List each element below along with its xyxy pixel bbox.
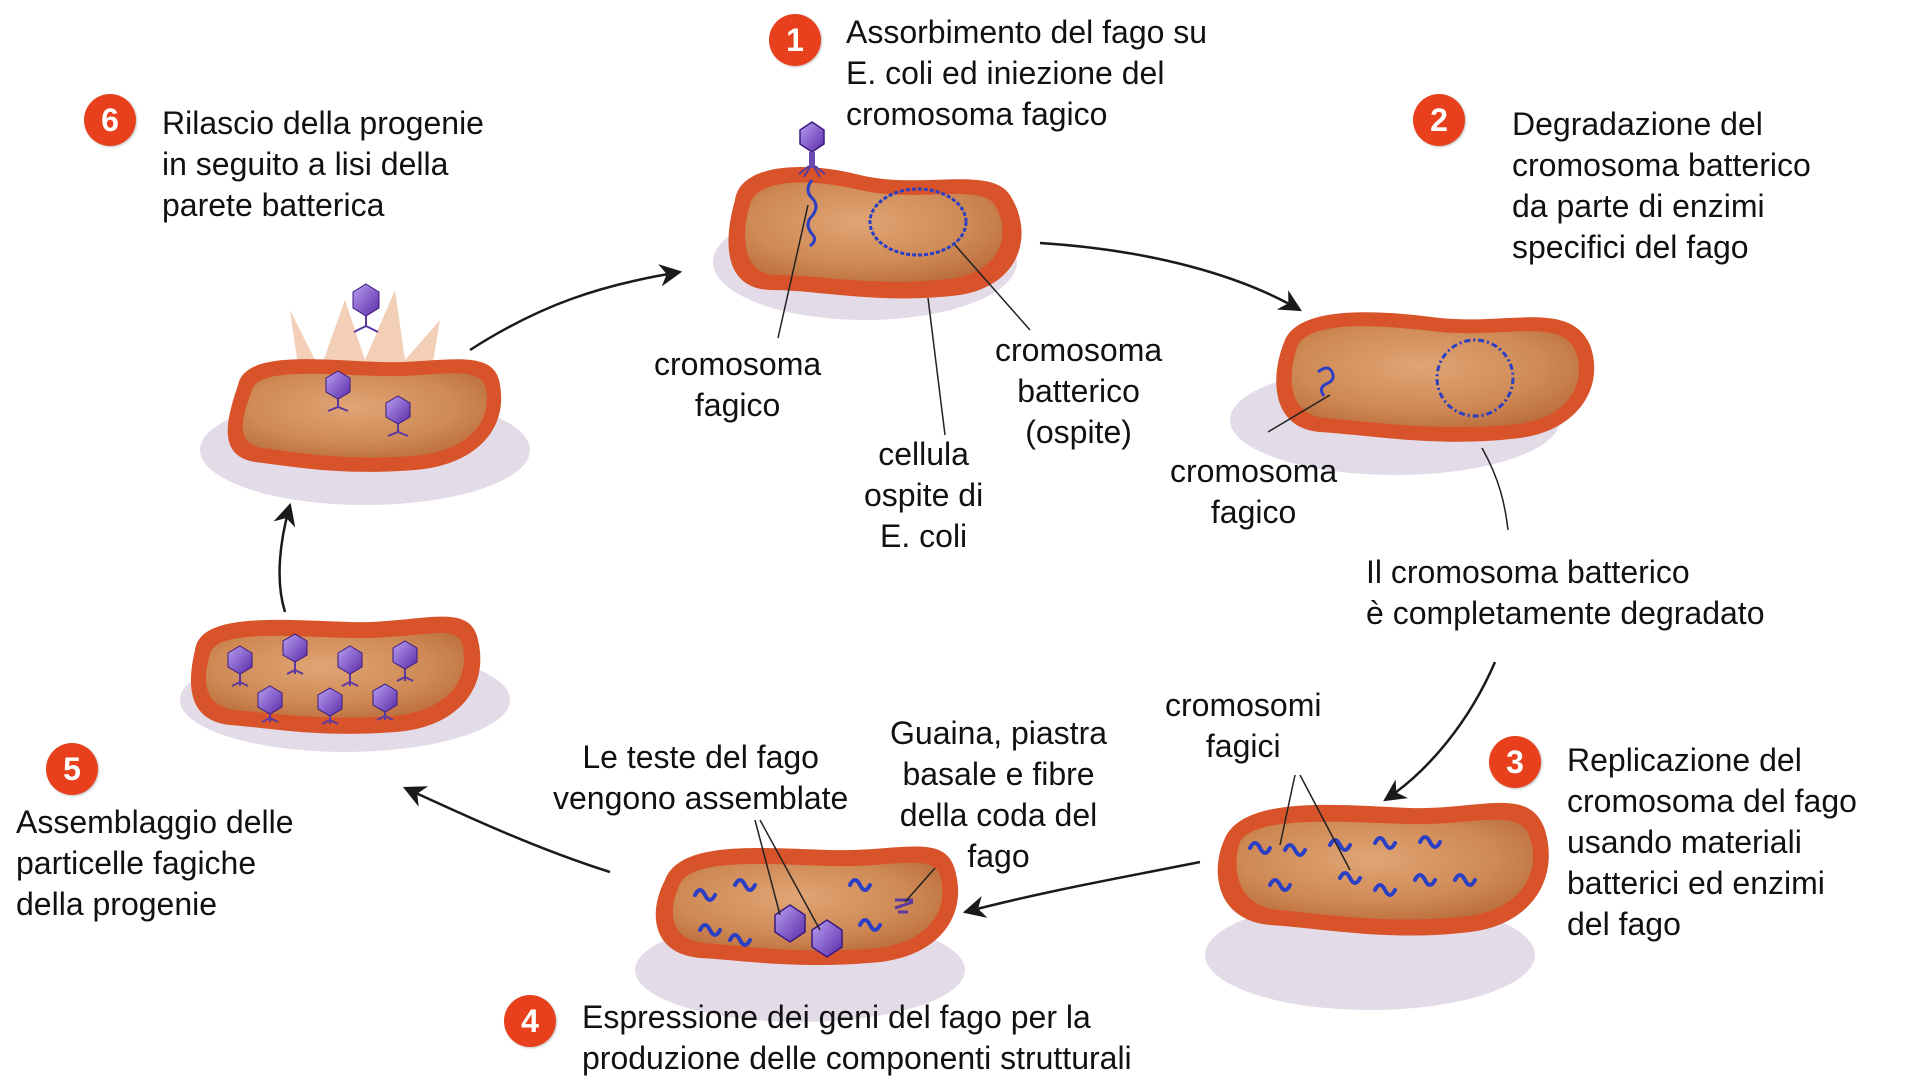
pointer-host-cell [928,298,945,435]
arrow-5-to-6 [280,505,290,612]
cell-step-6 [200,284,530,505]
label-phage-chromosome-2: cromosoma fagico [1170,451,1337,533]
released-phage-icon [353,284,379,332]
step-2-description: Degradazione del cromosoma batterico da … [1512,104,1811,268]
step-badge-5: 5 [46,743,98,795]
step-badge-4: 4 [504,995,556,1047]
cell-cytoplasm [243,373,487,457]
label-bacterial-chromosome: cromosoma batterico (ospite) [995,330,1162,453]
arrow-1-to-2 [1040,243,1300,310]
step-1-description: Assorbimento del fago su E. coli ed inie… [846,12,1207,135]
step-badge-3: 3 [1489,736,1541,788]
step-5-description: Assemblaggio delle particelle fagiche de… [16,802,294,925]
step-3-description: Replicazione del cromosoma del fago usan… [1567,740,1857,945]
cell-step-5 [180,617,510,752]
label-phagic-chromosomes: cromosomi fagici [1165,685,1321,767]
step-badge-2: 2 [1413,94,1465,146]
cell-step-3 [1205,775,1549,1010]
step-6-description: Rilascio della progenie in seguito a lis… [162,103,484,226]
label-host-cell: cellula ospite di E. coli [864,434,983,557]
label-heads-assembled: Le teste del fago vengono assemblate [553,737,848,819]
label-fully-degraded: Il cromosoma batterico è completamente d… [1366,552,1764,634]
step-badge-6: 6 [84,94,136,146]
cell-cytoplasm [1292,326,1579,427]
step-badge-1: 1 [769,14,821,66]
label-phage-chromosome: cromosoma fagico [654,344,821,426]
label-tail-parts: Guaina, piastra basale e fibre della cod… [890,713,1107,877]
arrow-2-to-3 [1385,662,1495,800]
step-4-description: Espressione dei geni del fago per la pro… [582,997,1132,1079]
cell-cytoplasm [1236,820,1533,920]
arrow-6-to-1 [470,272,680,350]
